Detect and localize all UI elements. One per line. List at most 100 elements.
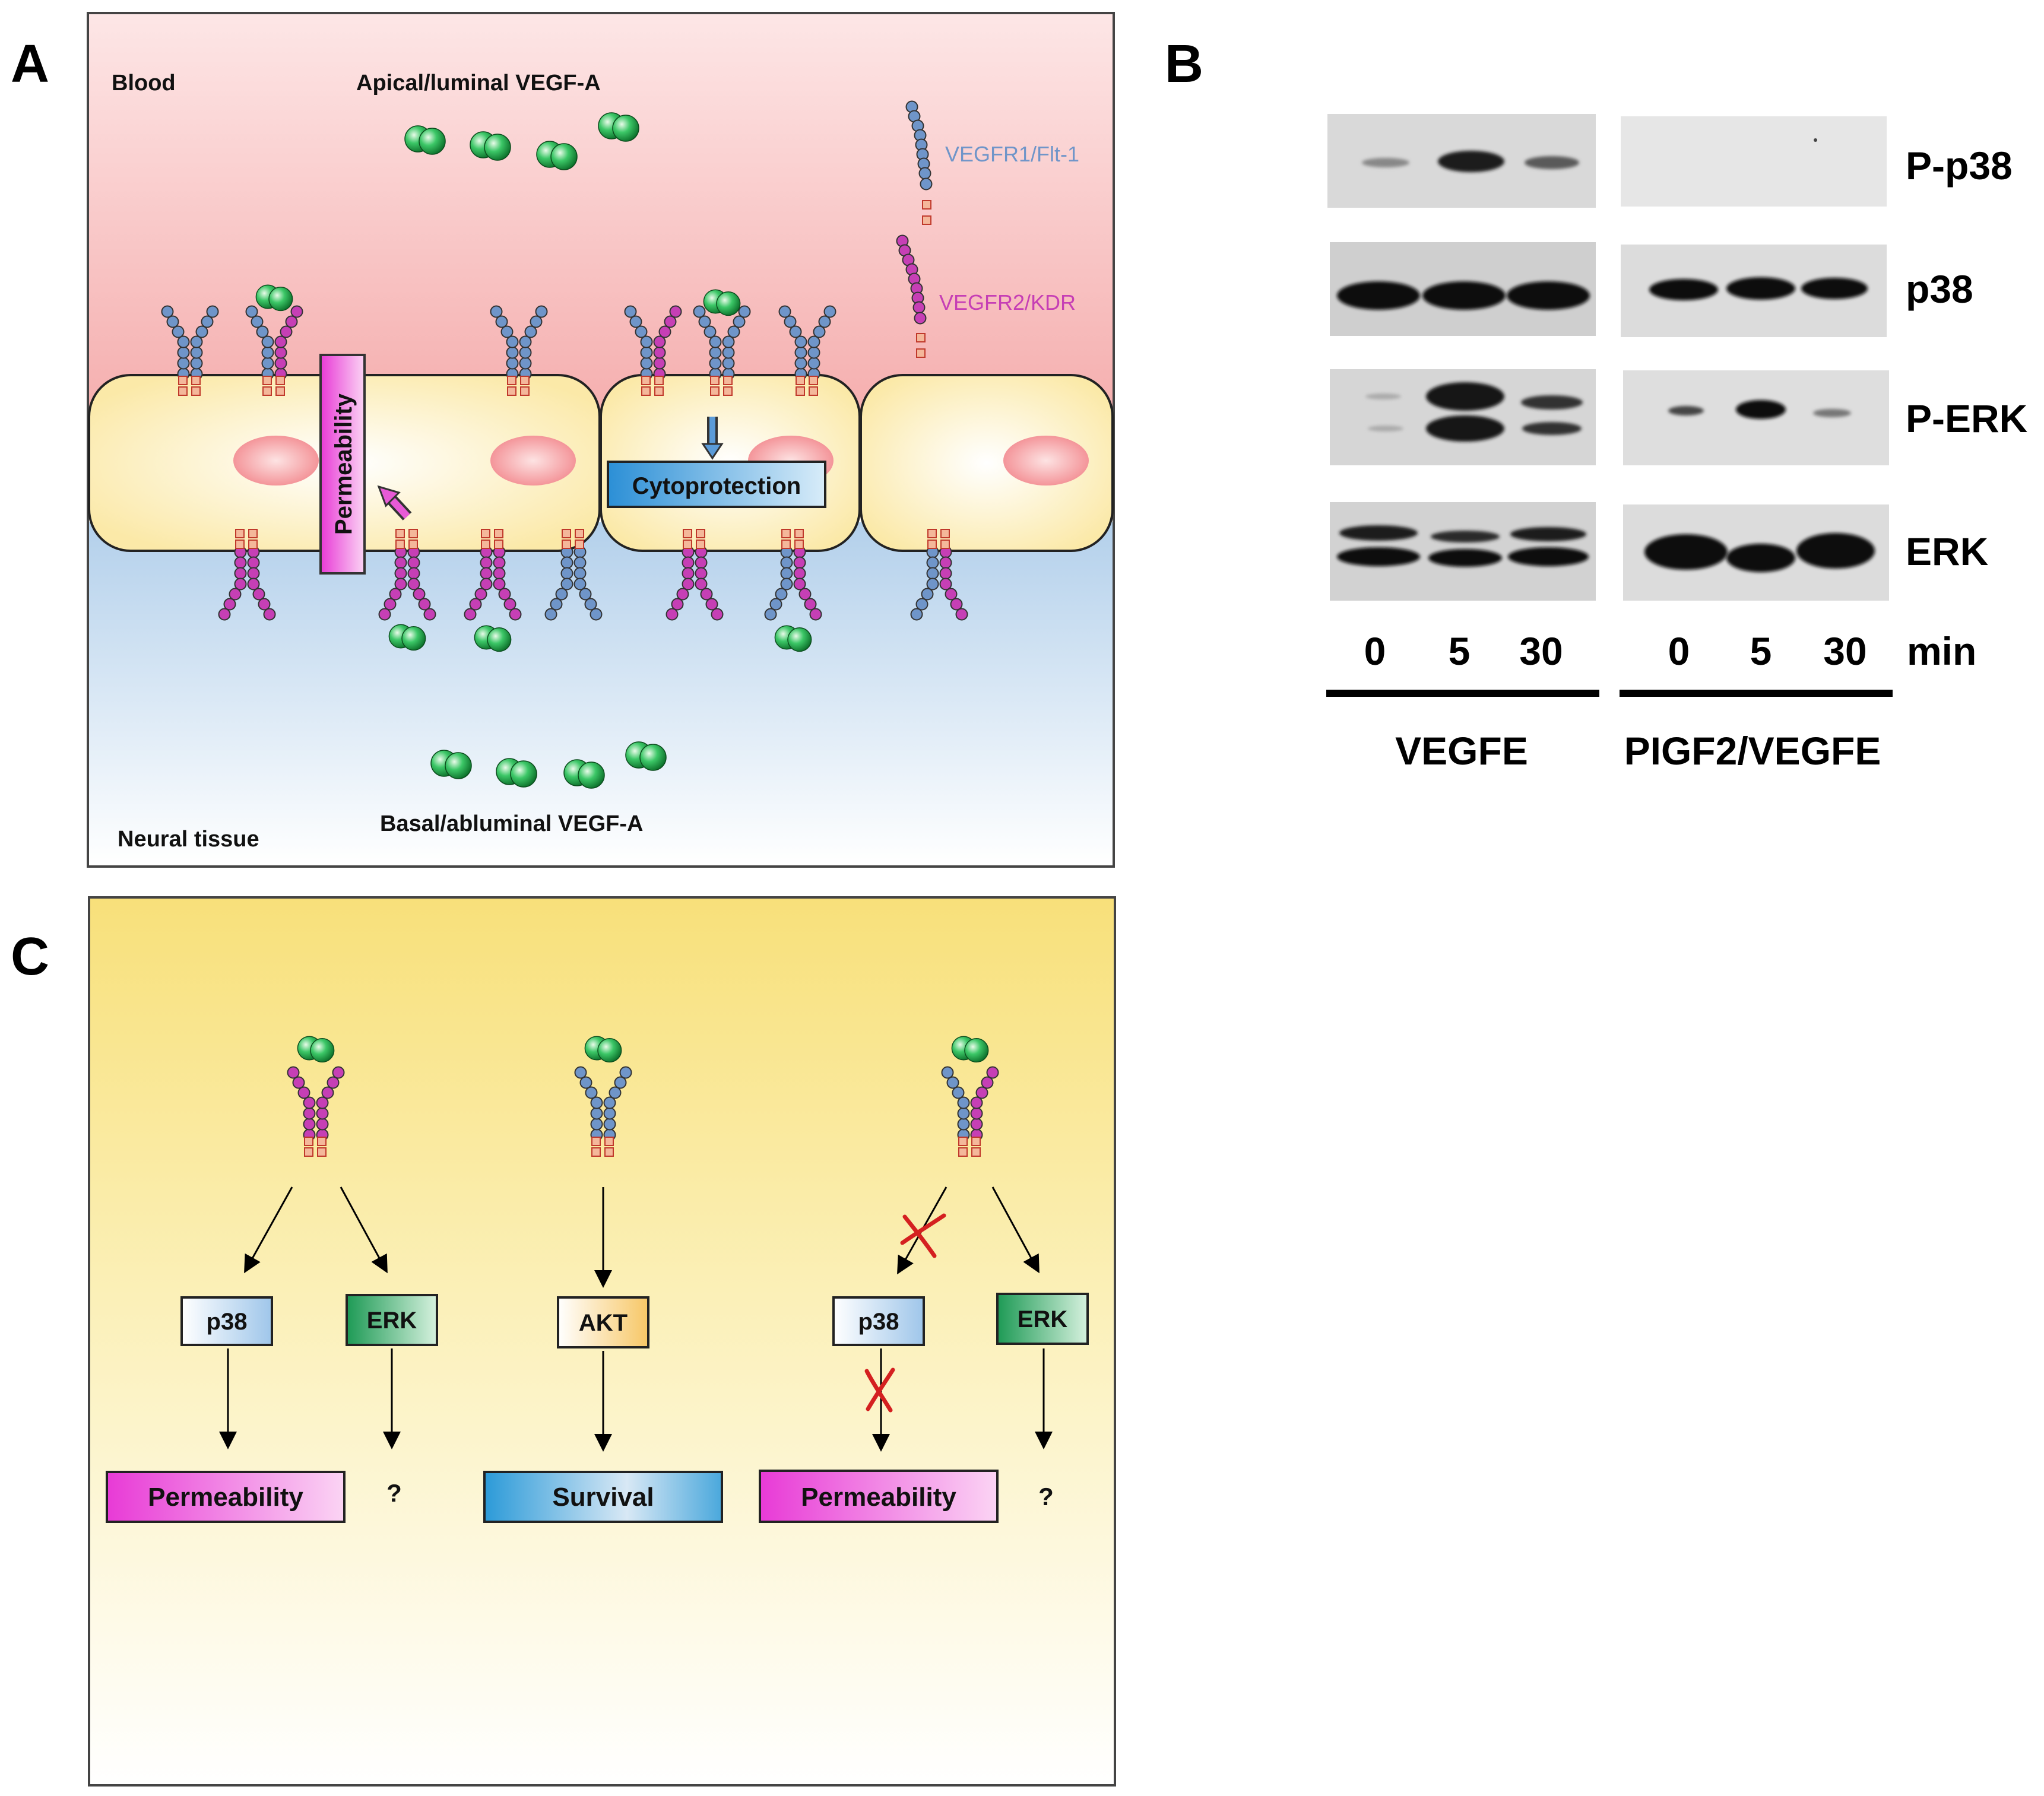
receptor-domain	[500, 325, 514, 338]
vegf-dimer	[496, 758, 537, 788]
receptor-domain	[793, 567, 806, 580]
receptor-domain	[579, 1076, 592, 1089]
receptor-domain	[807, 335, 820, 348]
receptor-domain	[480, 567, 493, 580]
receptor-domain	[394, 567, 407, 580]
vegf-dimer	[536, 141, 578, 170]
receptor-domain	[666, 608, 679, 621]
receptor-domain	[624, 305, 637, 318]
inhibition-cross	[864, 1367, 895, 1413]
vegf-dimer	[474, 625, 512, 652]
receptor-domain	[332, 1066, 345, 1079]
receptor-domain	[321, 1086, 334, 1099]
receptor-domain	[519, 335, 532, 348]
permeability-outcome-label: Permeability	[148, 1483, 303, 1512]
blood-label: Blood	[112, 71, 176, 96]
receptor-domain	[247, 556, 260, 569]
vegf-receptor-dimer	[624, 305, 682, 396]
receptor-domain	[506, 346, 519, 359]
vegf-dimer	[430, 750, 472, 779]
receptor-domain	[794, 335, 807, 348]
permeability-arrow	[377, 485, 412, 521]
panel-c-receptors	[287, 1036, 999, 1157]
receptor-domain	[671, 598, 684, 611]
kinase-boxes: p38 ERK AKT p38 ERK	[180, 1293, 1089, 1348]
band	[1365, 394, 1401, 399]
tyrosine-kinase-domain	[958, 1137, 968, 1146]
receptor-domain	[378, 608, 391, 621]
nucleus	[1003, 436, 1089, 486]
receptor-domain	[263, 608, 276, 621]
blot-bands	[1337, 138, 1875, 572]
band	[1522, 422, 1582, 435]
p38-box	[180, 1296, 273, 1346]
receptor-domain	[195, 325, 208, 338]
receptor-domain	[709, 335, 722, 348]
receptor-domain	[530, 315, 543, 328]
receptor-domain	[560, 567, 573, 580]
panel-c-letter: C	[11, 927, 49, 986]
receptor-domain	[809, 608, 822, 621]
cytoprotection-bar	[607, 461, 826, 508]
tyrosine-kinase-domain	[794, 540, 804, 549]
band	[1796, 533, 1875, 569]
receptor-domain	[524, 325, 537, 338]
tyrosine-kinase-domain	[696, 529, 705, 538]
band	[1422, 281, 1506, 310]
vegfr1-label: VEGFR1/Flt-1	[945, 142, 1079, 166]
erk-label: ERK	[1018, 1306, 1068, 1332]
receptor-domain	[709, 346, 722, 359]
group-label-pigf: PIGF2/VEGFE	[1624, 729, 1881, 773]
receptor-domain	[166, 315, 179, 328]
receptor-domain	[584, 598, 597, 611]
erk-box	[996, 1293, 1089, 1345]
tyrosine-kinase-domain	[248, 540, 258, 549]
band	[1525, 156, 1579, 169]
tyrosine-kinase-domain	[507, 376, 516, 385]
receptor-domain	[640, 335, 653, 348]
cytoprotection-box: Cytoprotection	[607, 417, 826, 508]
receptor-domain	[915, 598, 928, 611]
tyrosine-kinase-domain	[940, 529, 950, 538]
receptor-domain	[290, 305, 303, 318]
receptor-domain	[603, 1118, 616, 1131]
tyrosine-kinase-domain	[262, 386, 272, 396]
receptor-domain	[506, 357, 519, 370]
unknown-outcome: ?	[386, 1479, 402, 1507]
band	[1726, 277, 1795, 300]
receptor-domain	[327, 1076, 340, 1089]
receptor-domain	[258, 598, 271, 611]
akt-label: AKT	[579, 1310, 628, 1336]
receptor-domain	[823, 305, 836, 318]
receptor-domain	[201, 315, 214, 328]
receptor-domain	[423, 608, 436, 621]
tyrosine-kinase-domain	[507, 386, 516, 396]
tyrosine-kinase-domain	[683, 540, 692, 549]
receptor-domain	[550, 598, 563, 611]
vegf-dimer	[598, 112, 639, 142]
basal-vegf-label: Basal/abluminal VEGF-A	[380, 811, 643, 836]
vegf-receptor-dimer	[161, 305, 219, 396]
vegf-receptor-dimer	[490, 305, 548, 396]
receptor-domain	[394, 556, 407, 569]
receptor-domain	[234, 556, 247, 569]
tyrosine-kinase-domain	[494, 529, 503, 538]
receptor-domain	[474, 588, 487, 601]
vegf-dimer	[625, 741, 667, 771]
tyrosine-kinase-domain	[575, 540, 584, 549]
receptor-domain	[285, 315, 298, 328]
receptor-domain	[590, 608, 603, 621]
time-label: 5	[1750, 629, 1772, 673]
tyrosine-kinase-domain	[796, 376, 805, 385]
receptor-domain	[975, 1086, 988, 1099]
receptor-domain	[635, 325, 648, 338]
receptor-domain	[245, 305, 258, 318]
receptor-domain	[555, 588, 568, 601]
receptor-domain	[229, 588, 242, 601]
receptor-domain	[574, 1066, 587, 1079]
panel-a: A Permeability	[11, 12, 1115, 868]
tyrosine-kinase-domain	[304, 1147, 313, 1157]
blot-membranes	[1327, 114, 1889, 601]
permeability-label: Permeability	[331, 393, 357, 535]
receptor-domain	[695, 556, 708, 569]
